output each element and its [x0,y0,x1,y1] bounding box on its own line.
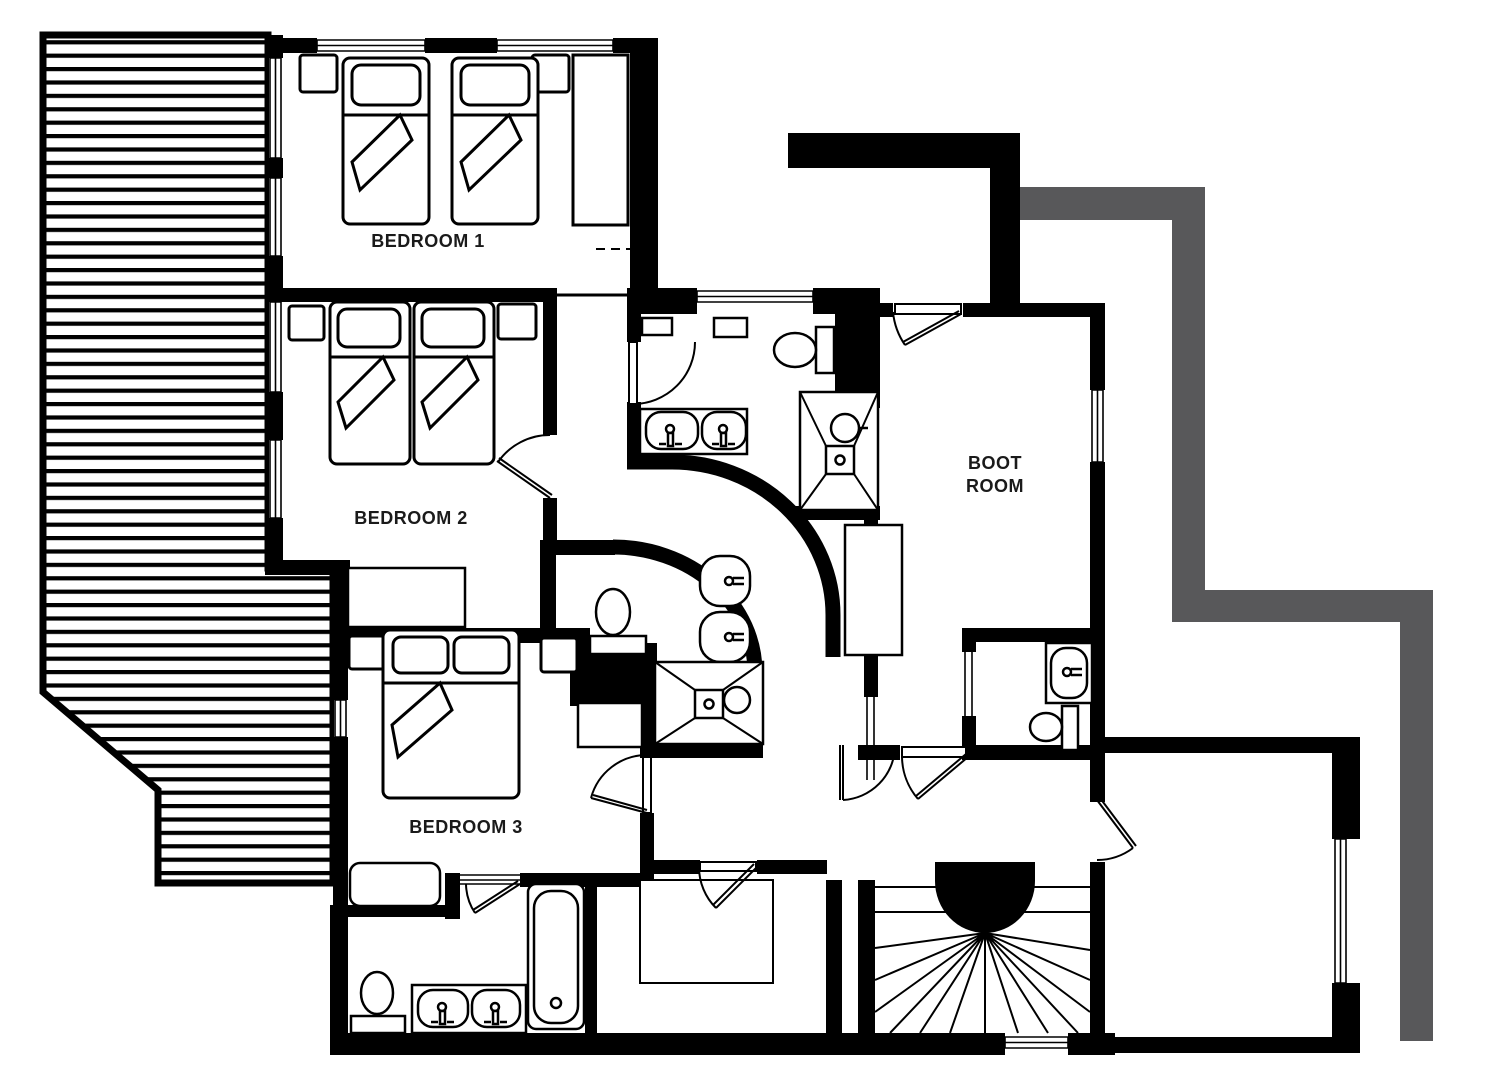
shower-icon [653,660,765,746]
single-bed-icon [450,56,540,226]
bedroom-3-label: BEDROOM 3 [409,817,523,837]
single-bed-icon [341,56,431,226]
door-swing-icon [839,745,896,801]
double-sink-vanity-icon [638,407,749,456]
nightstand-icon [496,302,538,341]
bathtub-icon [526,882,586,1031]
wardrobe-icon [571,53,630,227]
door-swing-icon [496,433,553,499]
single-bed-icon [412,300,496,466]
doors [460,303,1137,914]
toilet-icon [349,970,407,1035]
boot-room-label-line1: BOOT [968,453,1022,473]
wall-cabinet [640,316,674,337]
window-seat [348,861,442,908]
wall-cabinet [712,316,749,339]
windows [269,39,1347,1049]
window-icon [696,290,814,303]
bedroom-2-label: BEDROOM 2 [354,508,468,528]
door-swing-icon [698,861,758,909]
walls [265,35,1360,1055]
bedroom-1-label: BEDROOM 1 [371,231,485,251]
nightstand-icon [347,634,386,671]
bedroom-3 [347,628,579,908]
sliding-door-icon [964,652,973,716]
wardrobe-niche [576,701,644,749]
sliding-door-icon [866,697,875,780]
door-swing-icon [1096,797,1137,861]
desk-icon [346,566,467,629]
toilet-icon [588,587,648,656]
window-icon [269,177,282,257]
window-icon [269,301,282,393]
double-bed-icon [381,628,521,800]
door-swing-icon [460,874,521,914]
door-swing-icon [892,303,962,346]
bedroom-2 [287,300,538,629]
single-bed-icon [328,300,412,466]
shower-icon [798,390,880,512]
window-icon [1334,838,1347,984]
ensuite-shower-room [588,554,765,746]
toilet-icon [1028,704,1080,752]
toilet-icon [772,325,836,375]
bedroom-1 [298,53,630,227]
door-swing-icon [590,754,652,814]
wc [1028,641,1094,752]
door-swing-icon [901,746,969,800]
cupboard [843,523,904,657]
winder-staircase-icon [874,862,1091,1034]
window-icon [1004,1036,1069,1049]
washbasin-icon [1044,641,1094,705]
window-icon [269,57,282,159]
nightstand-icon [539,636,579,674]
washbasin-icon [698,610,752,664]
family-bathroom [638,316,880,512]
door-swing-icon [628,341,696,405]
window-icon [1091,389,1104,463]
bottom-bathroom [349,882,586,1035]
washbasin-icon [698,554,752,608]
route-path [1020,187,1433,1041]
window-icon [334,699,347,738]
window-icon [269,439,282,519]
room-labels: BEDROOM 1 BEDROOM 2 BEDROOM 3 BOOT ROOM [354,231,1024,837]
window-icon [316,39,426,52]
boot-room-label-line2: ROOM [966,476,1024,496]
window-icon [496,39,614,52]
double-sink-vanity-icon [410,983,528,1035]
nightstand-icon [287,304,326,342]
nightstand-icon [298,53,339,94]
